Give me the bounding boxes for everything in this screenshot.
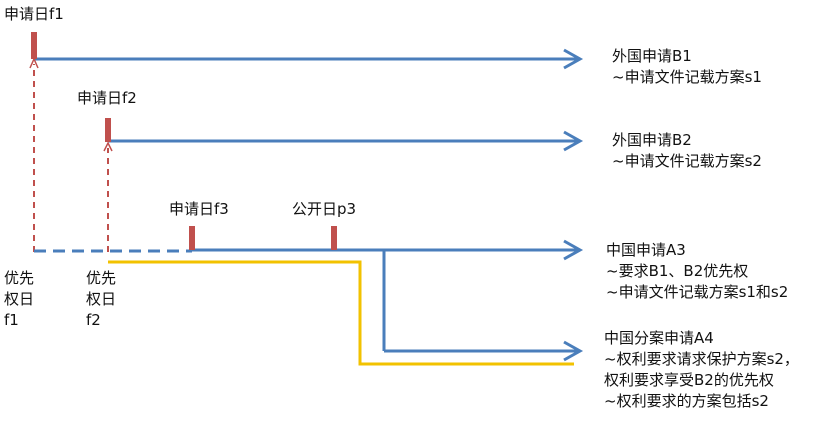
a3-arrowhead <box>563 239 584 261</box>
a4-note-line1: 中国分案申请A4 <box>604 329 714 347</box>
priority-f1-line3: f1 <box>4 311 19 329</box>
f2-date-marker <box>105 118 111 142</box>
priority-f2-label: 优先 权日 f2 <box>86 268 116 331</box>
f2-date-label: 申请日f2 <box>77 89 137 107</box>
f3-date-marker <box>189 226 195 250</box>
priority-f1-line1: 优先 <box>4 269 35 287</box>
f3-date-label: 申请日f3 <box>169 200 229 218</box>
a4-arrowhead <box>563 340 584 362</box>
b1-note-line2: ~申请文件记载方案s1 <box>612 68 762 86</box>
b2-arrowhead <box>563 130 584 152</box>
priority-f2-line2: 权日 <box>86 290 117 308</box>
p3-publication-label: 公开日p3 <box>292 200 357 218</box>
a4-note-line3: 权利要求享受B2的优先权 <box>604 371 774 389</box>
b1-note-line1: 外国申请B1 <box>612 47 692 65</box>
p3-date-marker <box>331 226 337 250</box>
f1-priority-arrowhead <box>29 57 39 69</box>
f1-date-label: 申请日f1 <box>4 5 64 23</box>
priority-f2-line3: f2 <box>86 311 101 329</box>
priority-f2-line1: 优先 <box>86 269 117 287</box>
priority-f1-label: 优先 权日 f1 <box>4 268 34 331</box>
a4-note-line4: ~权利要求的方案包括s2 <box>604 392 769 410</box>
b2-note: 外国申请B2 ~申请文件记载方案s2 <box>612 130 762 172</box>
f1-date-marker <box>31 32 37 59</box>
a4-note: 中国分案申请A4 ~权利要求请求保护方案s2， 权利要求享受B2的优先权 ~权利… <box>604 328 799 412</box>
b2-note-line1: 外国申请B2 <box>612 131 692 149</box>
a3-note: 中国申请A3 ~要求B1、B2优先权 ~申请文件记载方案s1和s2 <box>606 240 788 303</box>
b1-arrowhead <box>563 48 584 70</box>
f2-priority-arrowhead <box>103 141 113 152</box>
priority-f1-line2: 权日 <box>4 290 35 308</box>
s2-priority-path <box>108 260 574 366</box>
a3-note-line2: ~要求B1、B2优先权 <box>606 262 749 280</box>
a4-note-line2: ~权利要求请求保护方案s2， <box>604 350 799 368</box>
a3-note-line3: ~申请文件记载方案s1和s2 <box>606 283 789 301</box>
a3-note-line1: 中国申请A3 <box>606 241 686 259</box>
b2-note-line2: ~申请文件记载方案s2 <box>612 152 762 170</box>
b1-note: 外国申请B1 ~申请文件记载方案s1 <box>612 46 762 88</box>
